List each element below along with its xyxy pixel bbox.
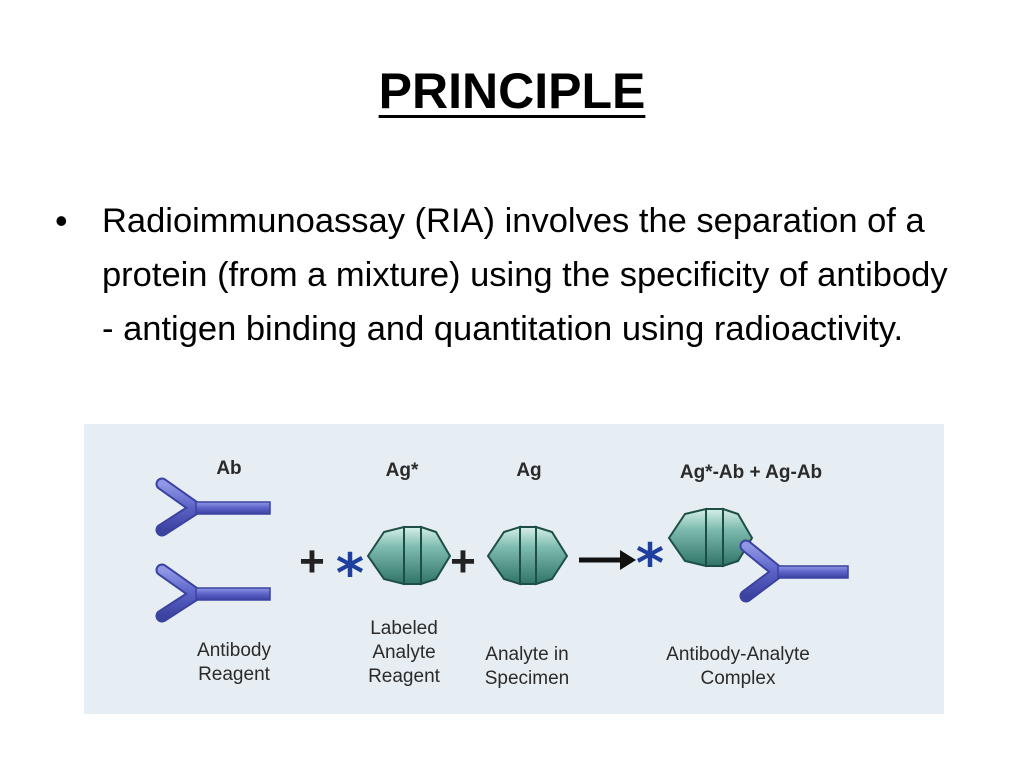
caption-labeled-analyte-line3: Reagent — [368, 666, 441, 687]
caption-analyte-specimen-line1: Analyte in — [485, 644, 568, 665]
antigen-icon — [486, 525, 569, 586]
caption-complex-line2: Complex — [701, 668, 776, 689]
caption-antibody-reagent-line1: Antibody — [197, 640, 271, 661]
reaction-arrow-icon — [579, 550, 636, 570]
header-complex: Ag*-Ab + Ag-Ab — [680, 462, 822, 483]
caption-analyte-specimen-line2: Specimen — [485, 668, 570, 689]
ria-diagram: Ab Ag* Ag Ag*-Ab + Ag-Ab + * — [84, 424, 944, 714]
antibody-icon — [155, 477, 271, 537]
ria-diagram-svg: Ab Ag* Ag Ag*-Ab + Ag-Ab + * — [155, 458, 849, 689]
header-ab: Ab — [216, 458, 241, 479]
header-ag-star: Ag* — [386, 460, 419, 481]
caption-labeled-analyte-line2: Analyte — [372, 642, 435, 663]
antibody-icon — [155, 563, 271, 623]
radio-label-star-icon: * — [636, 532, 664, 595]
radio-label-star-icon: * — [336, 542, 364, 605]
plus-operator: + — [299, 537, 325, 586]
header-ag: Ag — [516, 460, 541, 481]
bullet-text: Radioimmunoassay (RIA) involves the sepa… — [102, 202, 948, 348]
labeled-antigen-icon — [366, 525, 452, 586]
slide-title: PRINCIPLE — [378, 63, 646, 119]
plus-operator: + — [450, 537, 476, 586]
caption-labeled-analyte-line1: Labeled — [370, 618, 438, 639]
caption-antibody-reagent-line2: Reagent — [198, 664, 271, 685]
caption-complex-line1: Antibody-Analyte — [666, 644, 810, 665]
bullet-dot-icon: • — [55, 200, 68, 241]
complex-antigen-icon — [667, 507, 754, 568]
complex-antibody-icon — [739, 539, 849, 603]
